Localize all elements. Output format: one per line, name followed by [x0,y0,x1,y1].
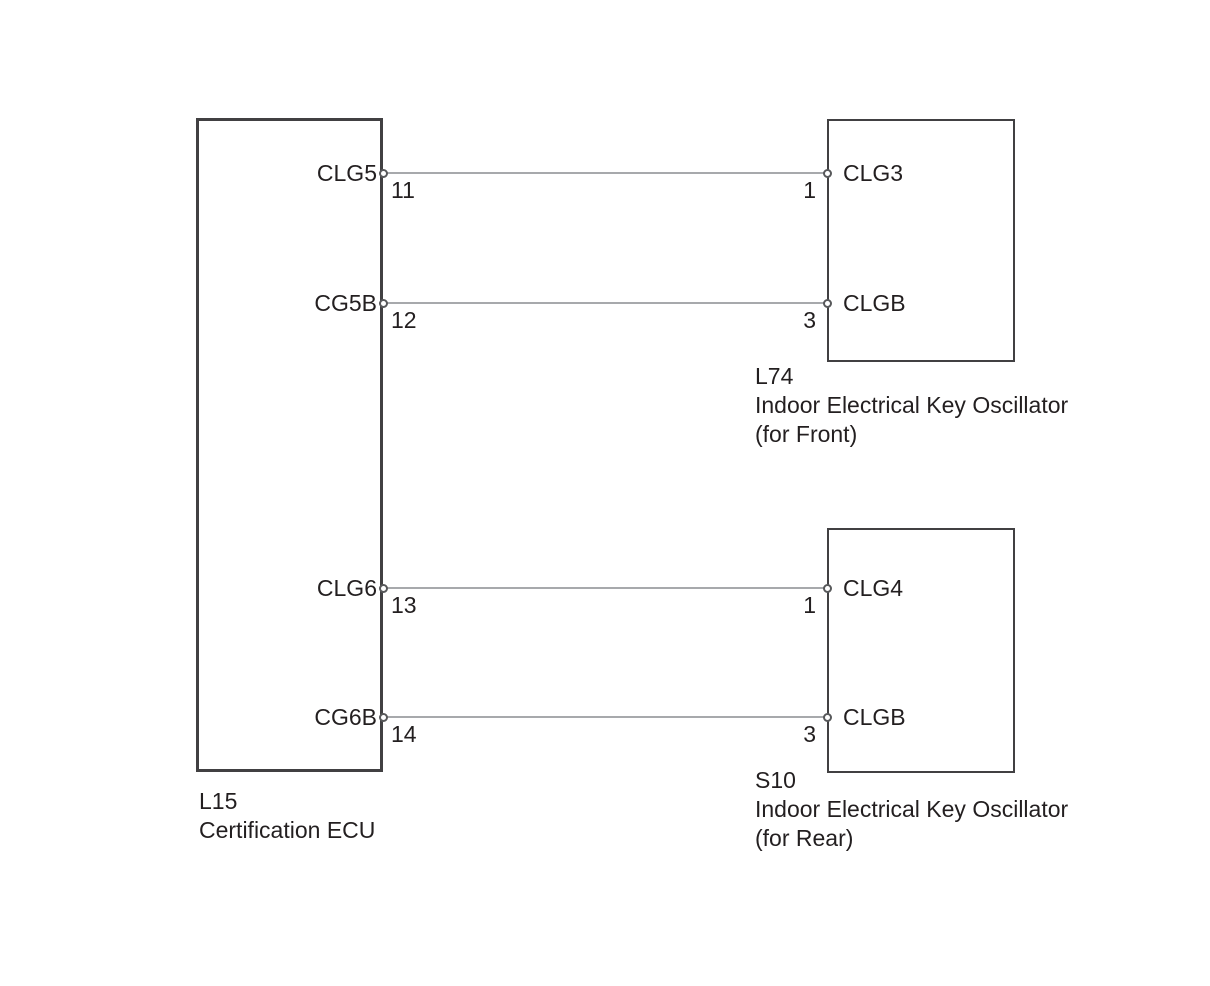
terminal-ecu-pin13-icon [378,583,388,593]
ecu-box [196,118,383,772]
front-oscillator-box [827,119,1015,362]
pin-signal-label: CLG4 [843,575,904,601]
pin-number-label: 12 [391,307,417,333]
pin-number-label: 3 [803,307,816,333]
wire-cg5b-to-clgb-front [383,302,827,304]
terminal-front-pin1-icon [822,168,832,178]
component-code-label: S10 [755,767,796,793]
terminal-ecu-pin12-icon [378,298,388,308]
terminal-rear-pin3-icon [822,712,832,722]
wire-cg6b-to-clgb-rear [383,716,827,718]
terminal-front-pin3-icon [822,298,832,308]
component-code-label: L15 [199,788,238,814]
component-name-label: Certification ECU [199,817,376,843]
terminal-ecu-pin11-icon [378,168,388,178]
component-code-label: L74 [755,363,794,389]
pin-number-label: 11 [391,177,415,203]
pin-signal-label: CLGB [843,290,906,316]
terminal-rear-pin1-icon [822,583,832,593]
front-oscillator-caption: L74 Indoor Electrical Key Oscillator (fo… [755,362,1068,449]
pin-signal-label: CLG3 [843,160,904,186]
component-name-label: Indoor Electrical Key Oscillator [755,392,1069,418]
rear-oscillator-caption: S10 Indoor Electrical Key Oscillator (fo… [755,766,1068,853]
pin-number-label: 13 [391,592,417,618]
pin-signal-label: CG6B [314,704,377,730]
wire-clg6-to-clg4 [383,587,827,589]
pin-signal-label: CG5B [314,290,377,316]
component-qualifier-label: (for Rear) [755,825,854,851]
wire-clg5-to-clg3 [383,172,827,174]
terminal-ecu-pin14-icon [378,712,388,722]
component-name-label: Indoor Electrical Key Oscillator [755,796,1069,822]
pin-number-label: 1 [803,177,816,203]
component-qualifier-label: (for Front) [755,421,858,447]
pin-signal-label: CLG5 [316,160,377,186]
ecu-caption: L15 Certification ECU [199,787,375,845]
pin-signal-label: CLGB [843,704,906,730]
pin-number-label: 3 [803,721,816,747]
pin-number-label: 14 [391,721,417,747]
pin-number-label: 1 [803,592,816,618]
pin-signal-label: CLG6 [316,575,377,601]
rear-oscillator-box [827,528,1015,773]
